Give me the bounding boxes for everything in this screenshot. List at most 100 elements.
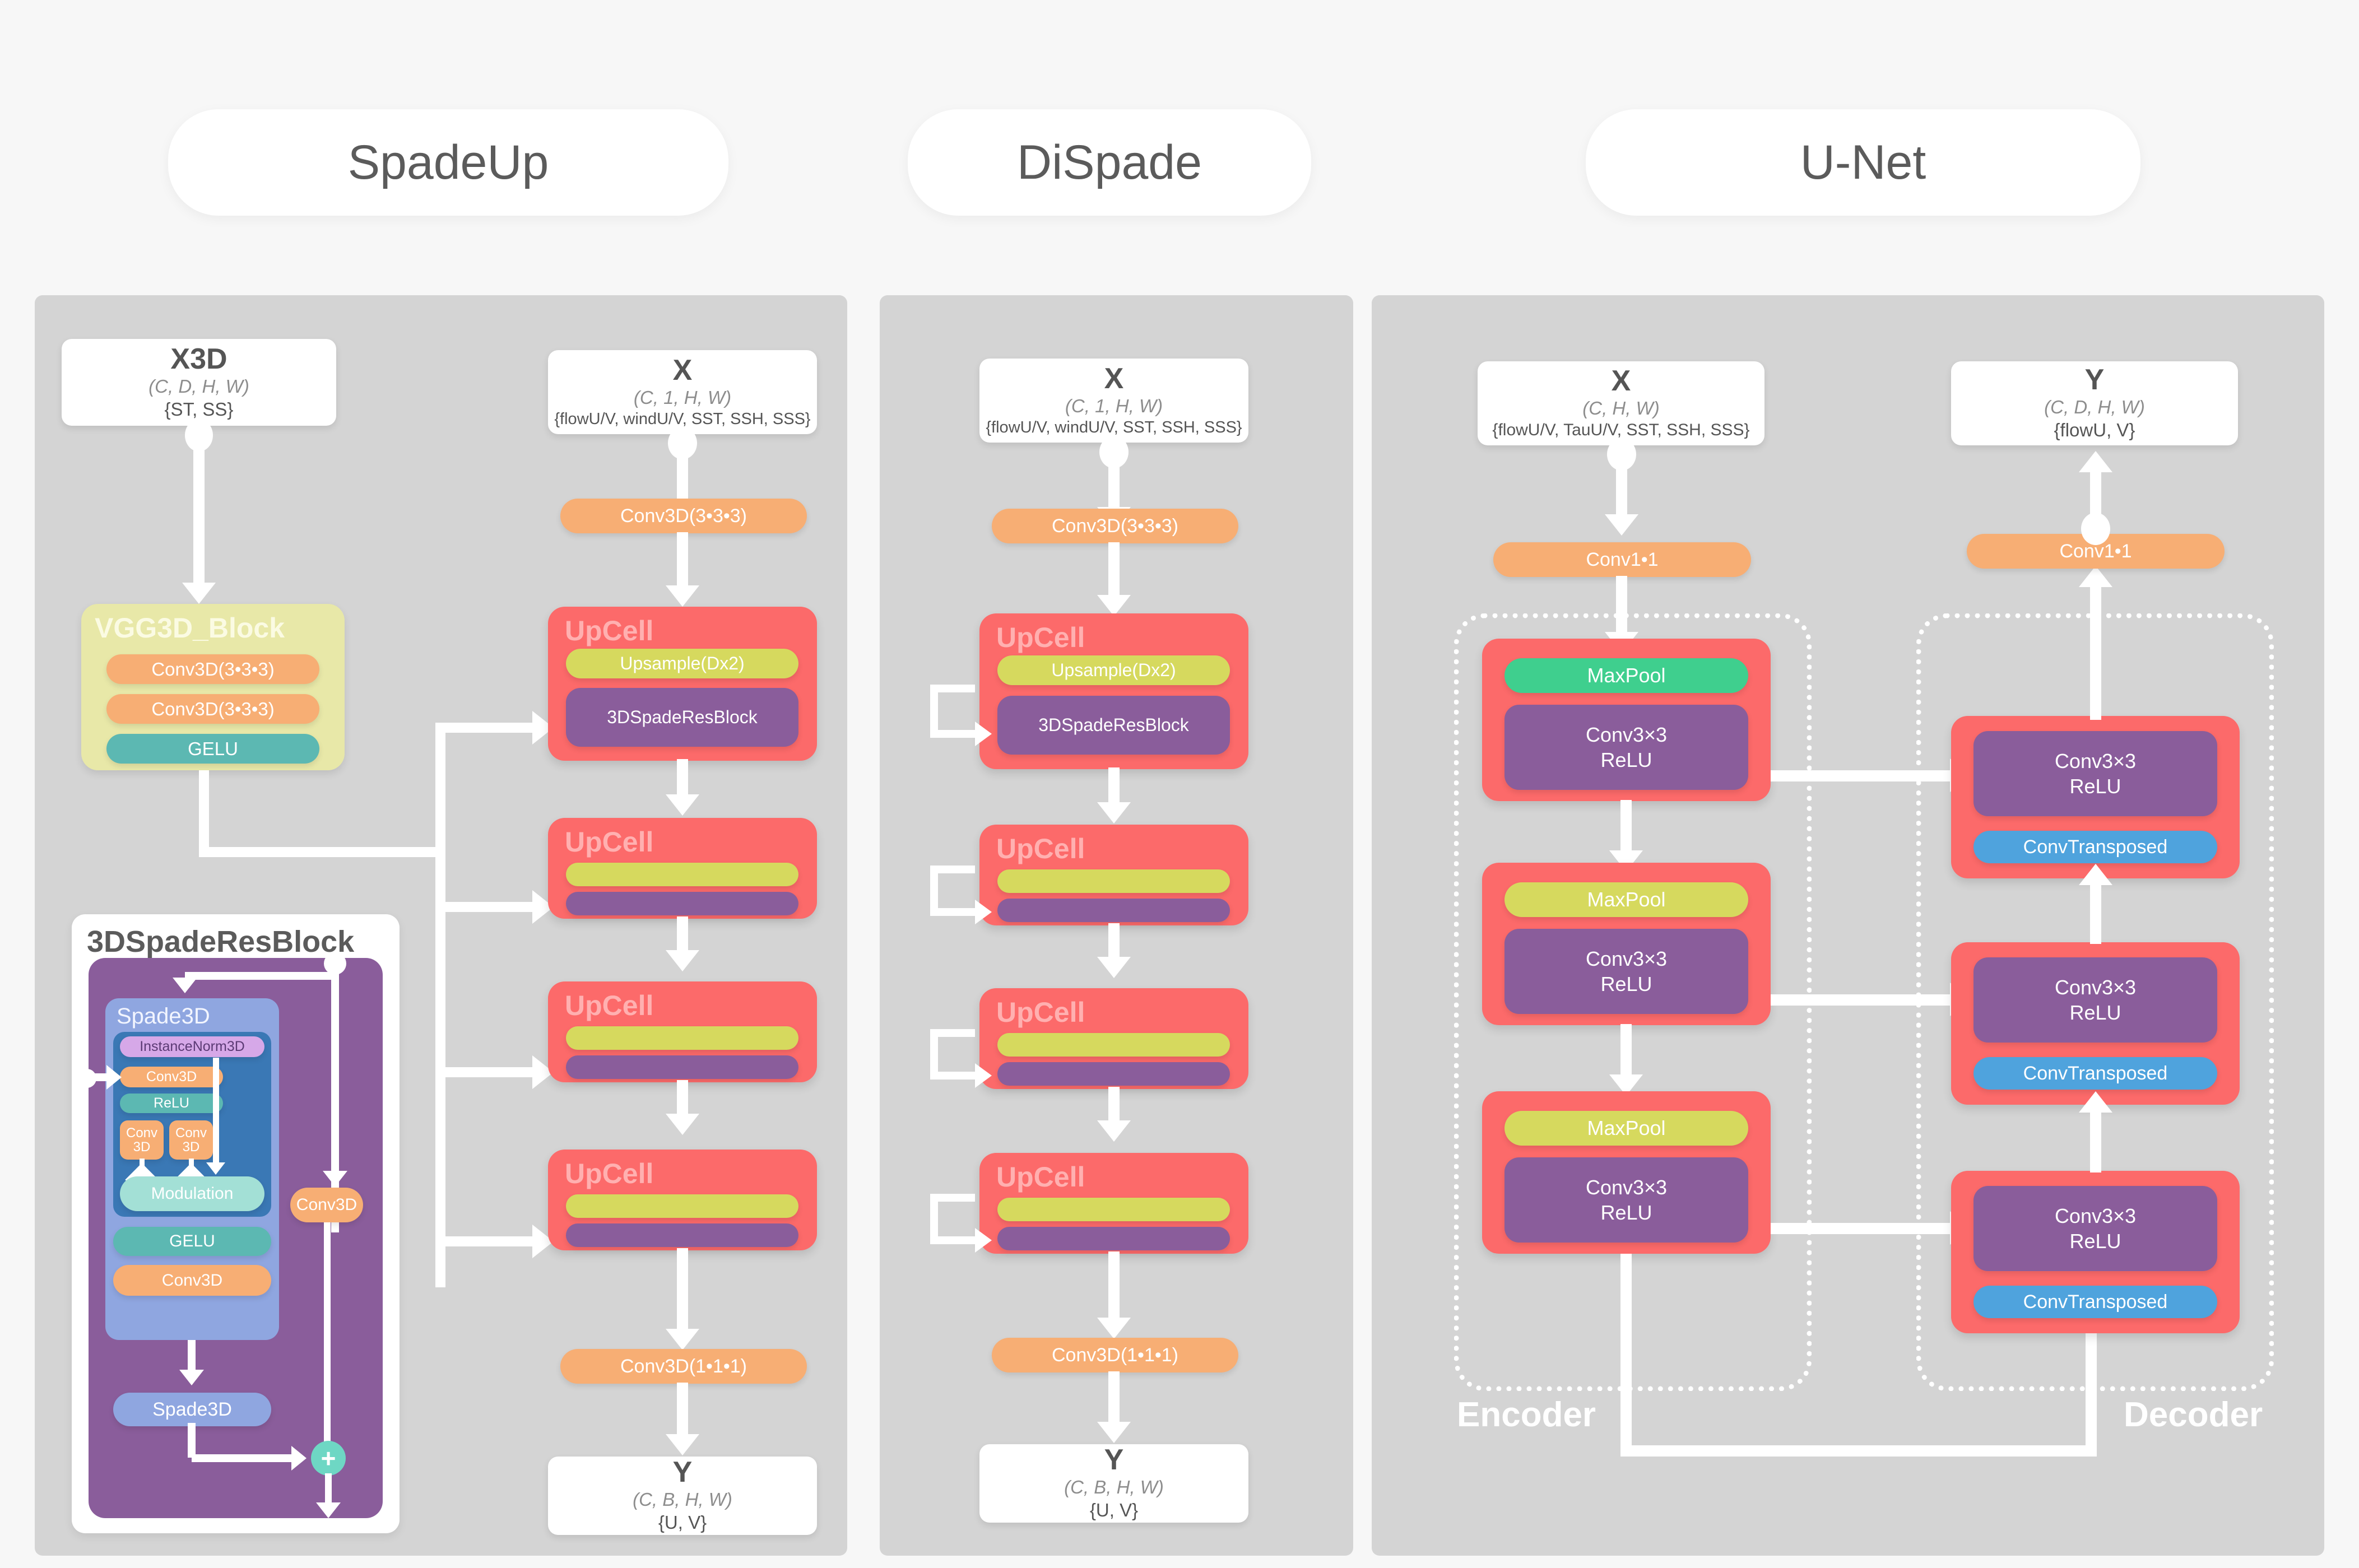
- unet-encoder-pool-3: MaxPool: [1504, 1111, 1748, 1146]
- unet-y-shape: (C, D, H, W): [2044, 397, 2145, 418]
- dispade-loop-4-bot: [930, 1236, 982, 1244]
- resblock-add-node: +: [311, 1441, 346, 1476]
- spadeup-input-x: X (C, 1, H, W) {flowU/V, windU/V, SST, S…: [548, 350, 817, 434]
- unet-skip-2: [1771, 994, 1961, 1006]
- dispade-conv-in-arrow: [1097, 595, 1131, 616]
- header-unet-label: U-Net: [1800, 135, 1926, 189]
- unet-input-x: X (C, H, W) {flowU/V, TauU/V, SST, SSH, …: [1478, 361, 1764, 445]
- spadeup-up1-arrow: [666, 794, 699, 816]
- spadeup-up3-arrow: [666, 1114, 699, 1135]
- dispade-upcell-1-upsample: Upsample(Dx2): [997, 655, 1230, 685]
- vgg-out-wire-v: [199, 770, 209, 852]
- unet-dec2-up-arrow: [2079, 864, 2112, 885]
- spade-left-in-arrow: [106, 1065, 122, 1090]
- spade3d-title: Spade3D: [117, 1004, 210, 1029]
- unet-decoder-conv-3: Conv3×3 ReLU: [1973, 1186, 2217, 1271]
- unet-encoder-conv-1: Conv3×3 ReLU: [1504, 705, 1748, 790]
- spadeup-upcell-4-caption: UpCell: [565, 1158, 654, 1189]
- dispade-up3-out: [1108, 1087, 1120, 1125]
- resblock-top-arrow: [173, 978, 197, 993]
- spade-conv-a: Conv3D: [120, 1067, 223, 1087]
- unet-dec-top-arrow: [2079, 566, 2112, 587]
- unet-dec2-up: [2090, 885, 2101, 944]
- unet-encoder-conv-3: Conv3×3 ReLU: [1504, 1157, 1748, 1243]
- x3d-shape: (C, D, H, W): [148, 375, 249, 397]
- dispade-x-title: X: [1104, 362, 1124, 395]
- dispade-upcell-2-caption: UpCell: [996, 833, 1085, 864]
- header-spadeup-label: SpadeUp: [347, 135, 549, 189]
- spade-relu: ReLU: [120, 1094, 223, 1113]
- unet-conv-out-wire: [2090, 471, 2101, 521]
- instancenorm3d-node: InstanceNorm3D: [120, 1036, 264, 1057]
- spaderesblock-card-title: 3DSpadeResBlock: [87, 925, 355, 959]
- unet-conv-out-arrow: [2079, 451, 2112, 472]
- dispade-up4-out: [1108, 1251, 1120, 1324]
- spadeup-upcell-2-caption: UpCell: [565, 826, 654, 858]
- dispade-upcell-1-resblock: 3DSpadeResBlock: [997, 696, 1230, 755]
- encoder-label: Encoder: [1457, 1395, 1596, 1434]
- unet-enc2-out: [1620, 1024, 1632, 1080]
- dispade-y-title: Y: [1104, 1444, 1124, 1477]
- dispade-loop-1-bot: [930, 730, 982, 738]
- x3d-title: X3D: [170, 342, 227, 375]
- spadeup-y-title: Y: [672, 1456, 693, 1489]
- unet-conv-in: Conv1•1: [1493, 542, 1751, 577]
- spadeup-upcell-2-upsample: [566, 863, 798, 886]
- resblock-top-h: [185, 972, 333, 980]
- unet-conv-in-wire: [1616, 576, 1627, 643]
- dispade-loop-2-bot: [930, 908, 982, 916]
- dispade-loop-4-v: [930, 1194, 938, 1244]
- dispade-upcell-1-caption: UpCell: [996, 622, 1085, 653]
- dispade-up2-out: [1108, 923, 1120, 961]
- dispade-loop-4-top: [930, 1194, 975, 1202]
- branch-2: [435, 902, 536, 912]
- resblock-residual-h: [192, 1454, 301, 1462]
- unet-dec3-up-arrow: [2079, 1091, 2112, 1113]
- spadeup-x-title: X: [672, 353, 693, 387]
- dispade-up2-arrow: [1097, 957, 1131, 978]
- dispade-loop-1-arrow: [975, 722, 992, 746]
- instancenorm-wire: [213, 1058, 219, 1164]
- unet-encoder-conv-2: Conv3×3 ReLU: [1504, 929, 1748, 1014]
- unet-dec3-up: [2090, 1112, 2101, 1172]
- unet-x-wire: [1616, 459, 1627, 521]
- dispade-loop-4-arrow: [975, 1228, 992, 1253]
- dispade-upcell-2-upsample: [997, 869, 1230, 893]
- dispade-upcell-3-resblock: [997, 1062, 1230, 1086]
- dispade-loop-1-v: [930, 685, 938, 738]
- resblock-right-v: [331, 952, 339, 1232]
- spade-trunk: [435, 727, 445, 1287]
- unet-x-vars: {flowU/V, TauU/V, SST, SSH, SSS}: [1492, 421, 1750, 440]
- unet-x-shape: (C, H, W): [1582, 397, 1660, 418]
- resblock-residual-v: [188, 1423, 196, 1458]
- spadeup-conv-in-wire: [677, 532, 688, 594]
- dispade-upcell-4-resblock: [997, 1227, 1230, 1250]
- dispade-conv-in-wire: [1108, 542, 1120, 604]
- header-spadeup: SpadeUp: [168, 109, 728, 216]
- dispade-conv-out: Conv3D(1•1•1): [992, 1338, 1238, 1372]
- unet-x-arrow: [1605, 514, 1638, 536]
- spadeup-y-vars: {U, V}: [658, 1512, 707, 1533]
- unet-encoder-pool-1: MaxPool: [1504, 658, 1748, 693]
- instancenorm-arrow: [206, 1162, 225, 1175]
- dispade-loop-1-top: [930, 685, 975, 692]
- dispade-y-vars: {U, V}: [1089, 1500, 1139, 1521]
- modulation-node: Modulation: [120, 1176, 264, 1211]
- dispade-upcell-2-resblock: [997, 899, 1230, 922]
- resblock-right-arrow: [323, 1171, 347, 1187]
- dispade-loop-2-top: [930, 866, 975, 873]
- spadeup-upcell-1-caption: UpCell: [565, 615, 654, 646]
- spadeup-upcell-4-upsample: [566, 1194, 798, 1218]
- dispade-up1-out: [1108, 767, 1120, 809]
- spadeup-y-shape: (C, B, H, W): [633, 1489, 732, 1510]
- resblock-out-arrow: [316, 1502, 341, 1518]
- spadeup-upcell-4-resblock: [566, 1223, 798, 1247]
- dispade-loop-3-top: [930, 1029, 975, 1037]
- unet-output-y: Y (C, D, H, W) {flowU, V}: [1951, 361, 2238, 445]
- dispade-upcell-3-caption: UpCell: [996, 997, 1085, 1028]
- spadeup-x-vars: {flowU/V, windU/V, SST, SSH, SSS}: [554, 410, 811, 428]
- unet-decoder-upconv-1: ConvTransposed: [1973, 831, 2217, 863]
- dispade-x-shape: (C, 1, H, W): [1065, 395, 1163, 416]
- dispade-loop-2-arrow: [975, 900, 992, 924]
- unet-y-vars: {flowU, V}: [2054, 420, 2135, 441]
